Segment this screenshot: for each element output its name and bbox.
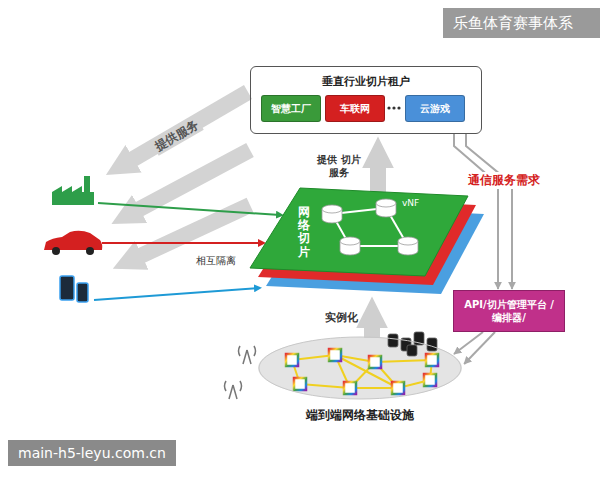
edge-label: 通信服务需求 [466,172,542,189]
edge-label: 提供 切片服务 [314,153,364,179]
arrow-label: 提供服务 [150,115,204,156]
demand-line [464,332,495,364]
node-text: 云游戏 [420,102,450,116]
node-text: 车联网 [340,102,370,116]
isolation-label: 相互隔离 [196,254,236,268]
node-text: API/切片管理平台 /编排器/ [460,298,558,324]
infrastructure-ground [258,337,462,399]
slice-plane [250,188,468,276]
server-cluster [388,332,437,356]
demand-line [466,134,512,289]
infrastructure-ellipse: 端到端网络基础设施 [258,335,462,425]
car-icon [44,231,102,255]
vnf-label: vNF [402,198,419,208]
industry-box: 车联网 [325,95,385,122]
industry-box: 智慧工厂 [261,95,321,122]
watermark: 乐鱼体育赛事体系 [443,8,600,38]
node-text: 网络切片 [298,206,310,259]
industry-box: 云游戏 [405,95,465,122]
watermark: main-h5-leyu.com.cn [8,440,176,466]
vnf-cylinder [340,237,360,255]
node-text: 智慧工厂 [271,102,311,116]
block-arrow [364,322,380,338]
vnf-cylinder [398,237,418,255]
network-slice: 网络切片 [250,188,468,276]
tenant-dots [387,106,400,109]
orchestrator-box: API/切片管理平台 /编排器/ [453,290,565,332]
tenant-box: 垂直行业切片租户智慧工厂 车联网 云游戏 [250,66,482,134]
node-text: 垂直行业切片租户 [251,67,481,89]
vnf-cylinder [322,205,342,223]
factory-icon [52,176,94,205]
access-arrows [94,203,280,300]
antenna-icons [225,346,256,399]
infrastructure-links [292,355,432,388]
phone-icon [60,276,88,302]
demand-line [454,332,483,354]
vnf-cylinder [376,199,396,217]
demand-line [454,134,498,289]
slice-outline [250,188,468,276]
service-arrows [128,92,250,258]
node-text: 端到端网络基础设施 [306,407,414,424]
block-arrow [370,162,386,196]
edge-label: 实例化 [325,310,358,325]
